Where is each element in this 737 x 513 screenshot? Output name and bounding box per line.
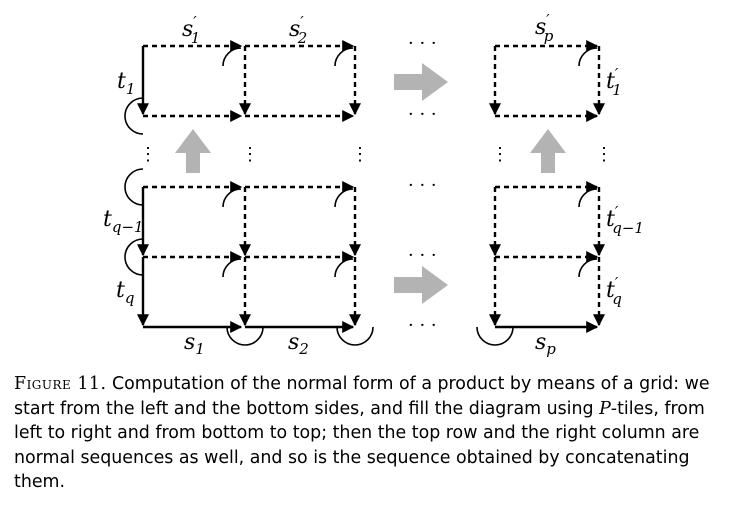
arrow-up-right xyxy=(530,129,566,173)
arrow-up-left xyxy=(175,129,211,173)
figure-caption: Figure 11. Computation of the normal for… xyxy=(14,372,726,495)
label-s1: s1 xyxy=(184,330,205,358)
svg-text:⋮: ⋮ xyxy=(139,144,157,165)
label-tq-1-prime: t′q−1 xyxy=(606,203,644,237)
ellipses: · · · · · · · · · · · · · · · ⋮ ⋮ ⋮ ⋮ ⋮ xyxy=(139,33,613,336)
svg-text:⋮: ⋮ xyxy=(491,144,509,165)
svg-text:· · ·: · · · xyxy=(408,175,437,196)
dashed-computed-edges xyxy=(143,40,605,327)
label-s1-prime: s′1 xyxy=(182,13,200,47)
svg-text:· · ·: · · · xyxy=(408,104,437,125)
label-sp: sp xyxy=(535,330,556,358)
label-s2-prime: s′2 xyxy=(289,13,307,47)
svg-text:⋮: ⋮ xyxy=(595,144,613,165)
label-sp-prime: s′p xyxy=(535,11,554,45)
svg-text:⋮: ⋮ xyxy=(351,144,369,165)
grid-diagram: · · · · · · · · · · · · · · · ⋮ ⋮ ⋮ ⋮ ⋮ … xyxy=(103,11,644,358)
svg-text:· · ·: · · · xyxy=(408,315,437,336)
arrow-right-top xyxy=(394,63,448,101)
solid-input-edges xyxy=(137,46,599,333)
label-s2: s2 xyxy=(288,330,309,358)
arrow-right-bottom xyxy=(394,266,448,304)
gray-arrows xyxy=(175,63,566,304)
caption-text-1: Computation of the normal form of a prod… xyxy=(14,374,710,419)
label-t1-prime: t′1 xyxy=(606,65,622,99)
svg-text:⋮: ⋮ xyxy=(241,144,259,165)
figure-label: Figure 11. xyxy=(14,374,107,394)
caption-text-2: -tiles, from left to right and from bott… xyxy=(14,398,705,493)
label-tq-1: tq−1 xyxy=(103,207,144,236)
label-tq: tq xyxy=(116,278,134,307)
label-t1: t1 xyxy=(117,69,135,98)
normality-arcs xyxy=(124,47,598,346)
label-tq-prime: t′q xyxy=(606,274,622,308)
caption-math-p: P xyxy=(599,398,611,419)
svg-text:· · ·: · · · xyxy=(408,33,437,54)
svg-text:· · ·: · · · xyxy=(408,245,437,266)
edge-labels: s′1 s′2 s′p t1 tq−1 tq t′1 t′q−1 t′q s1 … xyxy=(103,11,644,358)
